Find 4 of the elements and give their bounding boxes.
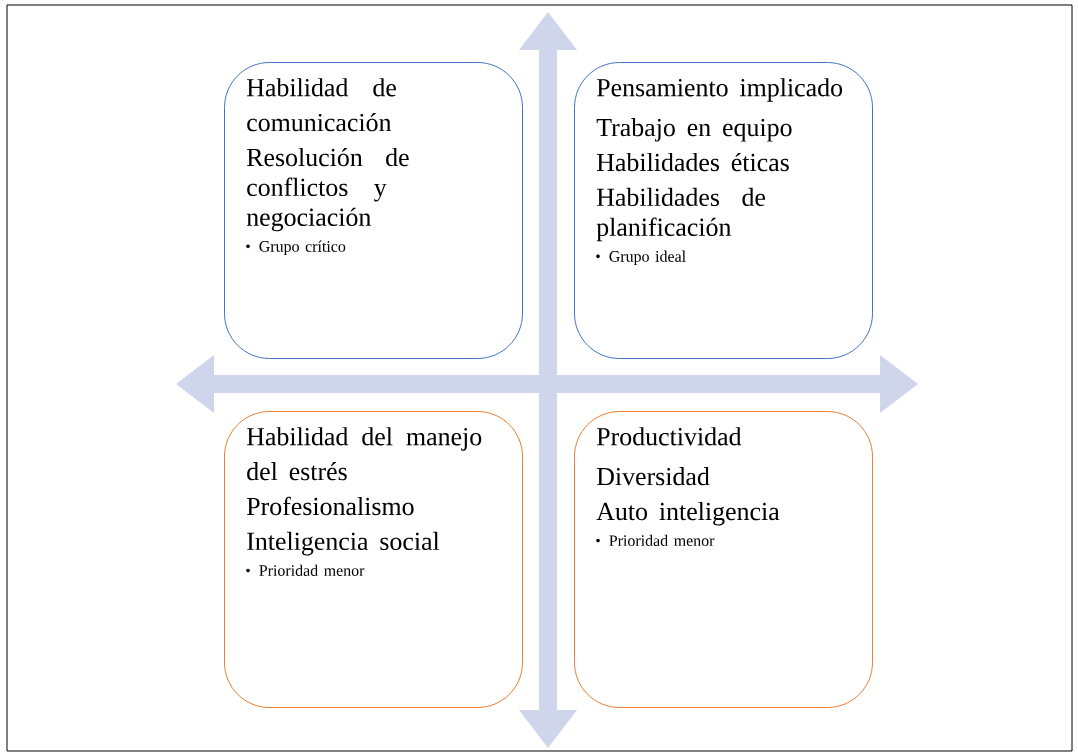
rounded-box: Habilidad de comunicación Resolución de conflictos y negociación Grupo crítico — [224, 62, 523, 359]
rounded-box: Pensamiento implicado Trabajo en equipo Habilidades éticas Habilidades de planificación Grupo ideal — [574, 62, 873, 359]
rounded-box: Habilidad del manejo del estrés Profesionalismo Inteligencia social Prioridad menor — [224, 411, 523, 708]
rounded-box: Productividad Diversidad Auto inteligencia Prioridad menor — [574, 411, 873, 708]
